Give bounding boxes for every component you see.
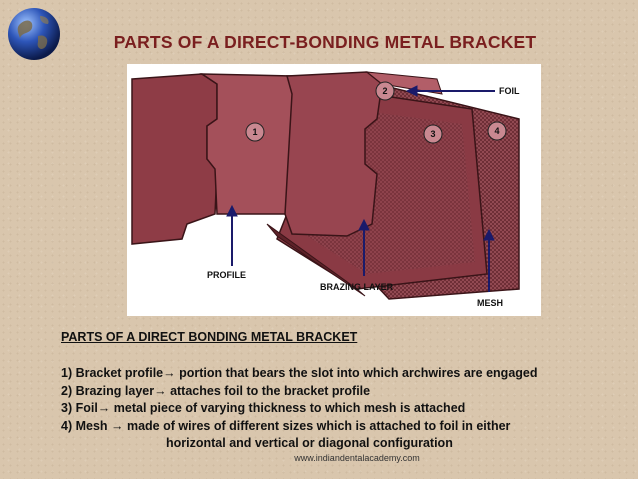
profile-label: PROFILE	[207, 270, 246, 280]
bracket-diagram: 1 2 3 4 FOIL PROFILE BRAZING LAYER	[127, 64, 541, 316]
brazing-layer-part	[266, 223, 366, 297]
callout-4: 4	[487, 121, 507, 141]
globe-icon	[8, 8, 60, 60]
bracket-profile-part	[131, 73, 218, 245]
list-item: 3) Foil→ metal piece of varying thicknes…	[61, 401, 466, 415]
callout-3: 3	[423, 124, 443, 144]
foil-label: FOIL	[499, 86, 520, 96]
list-item: 4) Mesh → made of wires of different siz…	[61, 418, 511, 433]
list-item-continuation: horizontal and vertical or diagonal conf…	[166, 436, 453, 450]
section-heading: PARTS OF A DIRECT BONDING METAL BRACKET	[61, 330, 358, 344]
svg-text:3: 3	[430, 129, 435, 139]
mesh-label: MESH	[477, 298, 503, 308]
brazing-layer-label: BRAZING LAYER	[320, 282, 394, 292]
list-item: 1) Bracket profile→ portion that bears t…	[61, 366, 538, 380]
callout-1: 1	[245, 122, 265, 142]
footer-url: www.indiandentalacademy.com	[294, 453, 420, 463]
svg-text:1: 1	[252, 127, 257, 137]
list-item: 2) Brazing layer→ attaches foil to the b…	[61, 383, 371, 398]
parts-list: 1) Bracket profile→ portion that bears t…	[61, 365, 538, 453]
svg-text:4: 4	[494, 126, 499, 136]
slide-title: PARTS OF A DIRECT-BONDING METAL BRACKET	[113, 32, 537, 52]
svg-text:2: 2	[382, 86, 387, 96]
callout-2: 2	[375, 81, 395, 101]
